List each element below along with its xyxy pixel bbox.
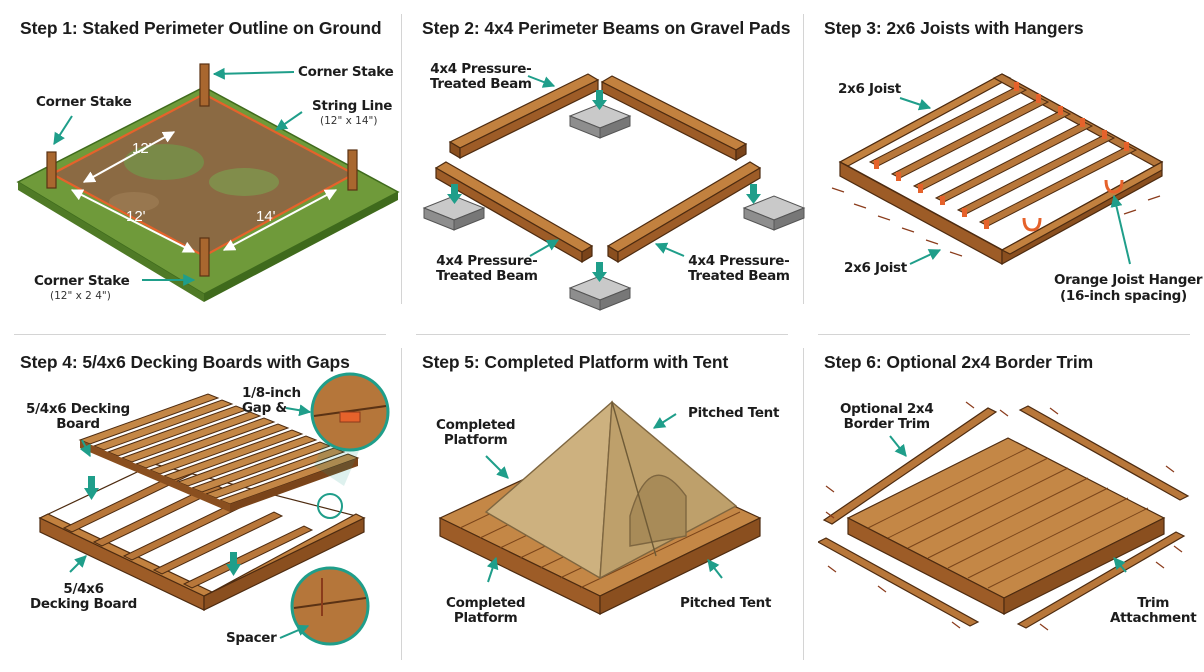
platform-label-bottom: Completed Platform [446, 595, 526, 626]
staked-ground-illustration [16, 63, 400, 302]
corner-stake-label-top: Corner Stake [298, 64, 394, 80]
decking-label-top: 5/4x6 Decking Board [26, 401, 130, 432]
step4-title: Step 4: 5/4x6 Decking Boards with Gaps [20, 352, 350, 372]
platform-tent-illustration [438, 400, 762, 615]
divider-horizontal-2 [416, 334, 788, 335]
spacer-label: Spacer [226, 630, 277, 646]
tent-label-top: Pitched Tent [688, 405, 780, 421]
string-line-dims: (12" x 14") [320, 115, 378, 127]
divider-vertical-4 [803, 348, 804, 660]
step3-title: Step 3: 2x6 Joists with Hangers [824, 18, 1084, 38]
dim-top-12ft: 12' [132, 140, 152, 157]
hanger-label: Orange Joist Hanger [1054, 272, 1203, 288]
beam-label-right: 4x4 Pressure- Treated Beam [688, 253, 790, 284]
corner-stake-label-bottom: Corner Stake [34, 273, 130, 289]
step5-title: Step 5: Completed Platform with Tent [422, 352, 729, 372]
beams-on-pads-illustration [422, 73, 806, 311]
divider-vertical-3 [401, 348, 402, 660]
joists [868, 85, 1138, 227]
panel-step6: Step 6: Optional 2x4 Border Trim [818, 346, 1204, 666]
platform-label-top: Completed Platform [436, 417, 516, 448]
trim-label: Optional 2x4 Border Trim [840, 401, 934, 432]
divider-vertical-1 [401, 14, 402, 304]
string-line-label: String Line [312, 98, 393, 114]
joist-label-bottom: 2x6 Joist [844, 260, 907, 276]
tent-label-bottom: Pitched Tent [680, 595, 772, 611]
hanger-spacing: (16-inch spacing) [1060, 288, 1187, 304]
beam-label-left: 4x4 Pressure- Treated Beam [436, 253, 538, 284]
panel-step2: Step 2: 4x4 Perimeter Beams on Gravel Pa… [416, 12, 806, 332]
step6-title: Step 6: Optional 2x4 Border Trim [824, 352, 1094, 372]
corner-stakes [46, 63, 358, 277]
trim-attachment-label: Trim Attachment [1110, 595, 1197, 626]
dim-left-12ft: 12' [126, 208, 146, 225]
corner-stake-label-left: Corner Stake [36, 94, 132, 110]
gravel-pads [422, 103, 806, 311]
step1-title: Step 1: Staked Perimeter Outline on Grou… [20, 18, 382, 38]
divider-horizontal-3 [818, 334, 1190, 335]
corner-stake-bottom-dims: (12" x 2 4") [50, 290, 111, 302]
divider-horizontal-1 [14, 334, 386, 335]
trim-boards [818, 405, 1190, 629]
joist-label-top: 2x6 Joist [838, 81, 901, 97]
gap-label: 1/8-inch Gap & [242, 385, 301, 416]
joists-hangers-illustration [831, 73, 1164, 266]
perimeter-beams [434, 73, 762, 264]
panel-step4: Step 4: 5/4x6 Decking Boards with Gaps [14, 346, 404, 666]
step2-title: Step 2: 4x4 Perimeter Beams on Gravel Pa… [422, 18, 791, 38]
beam-label-top: 4x4 Pressure- Treated Beam [430, 61, 532, 92]
decking-label-bottom: 5/4x6 Decking Board [30, 581, 138, 612]
divider-vertical-2 [803, 14, 804, 304]
panel-step5: Step 5: Completed Platform with Tent [416, 346, 806, 666]
border-trim-illustration [818, 401, 1190, 631]
panel-step1: Step 1: Staked Perimeter Outline on Grou… [14, 12, 404, 332]
decking-boards [78, 393, 360, 505]
dim-right-14ft: 14' [256, 208, 276, 225]
joist-hangers [874, 82, 1129, 229]
panel-step3: Step 3: 2x6 Joists with Hangers [818, 12, 1204, 332]
tent [484, 400, 738, 580]
decking-illustration [38, 372, 390, 646]
